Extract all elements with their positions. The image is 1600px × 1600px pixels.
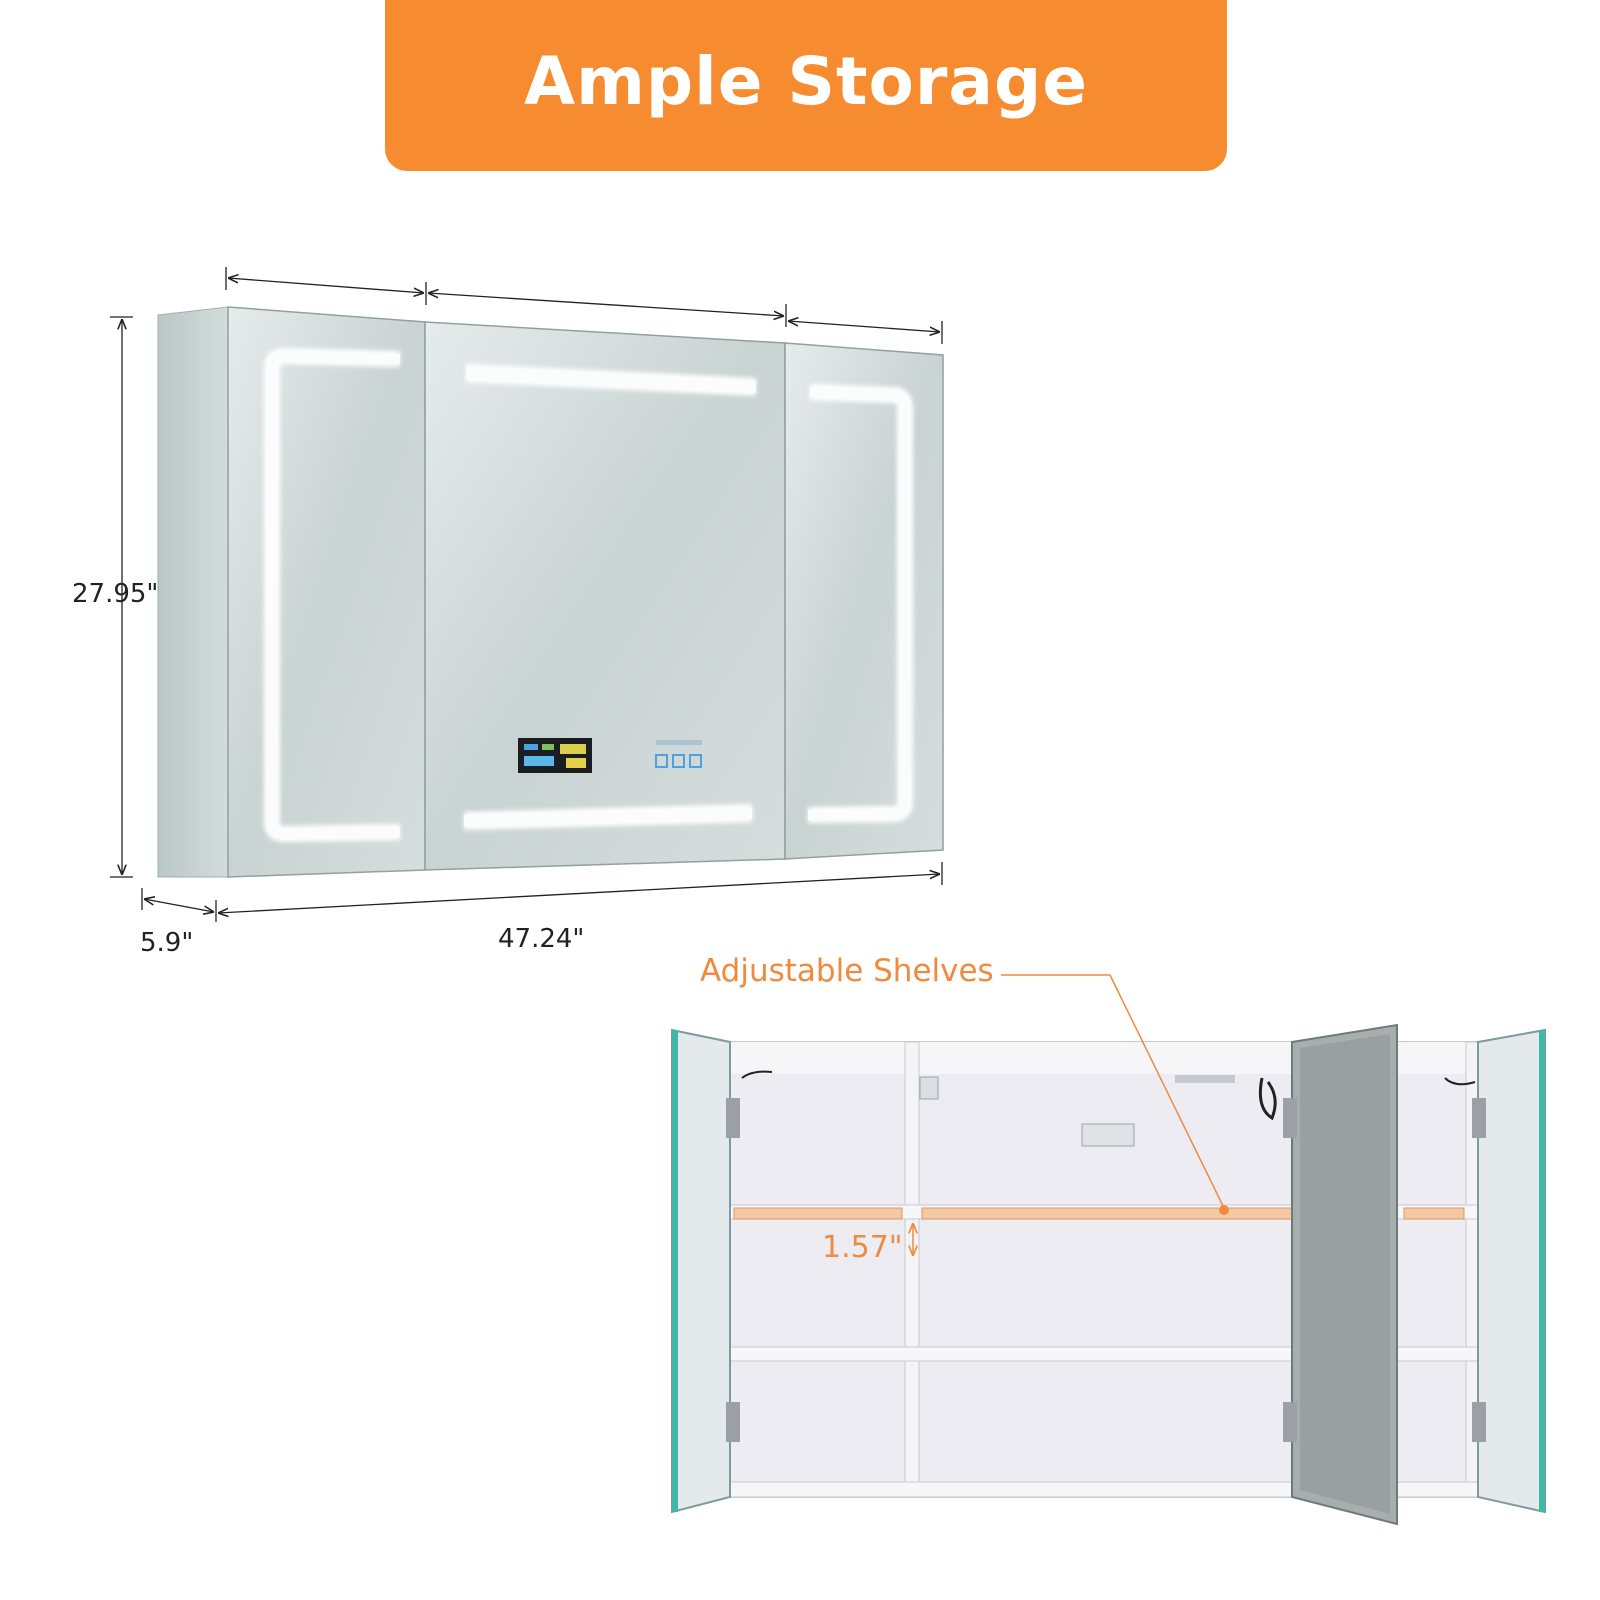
right-door bbox=[784, 342, 944, 860]
dimension-lines bbox=[110, 267, 943, 922]
banner-title: Ample Storage bbox=[524, 43, 1088, 120]
weather-display-icon bbox=[518, 738, 592, 773]
adjustable-shelves-label: Adjustable Shelves bbox=[700, 953, 994, 989]
left-door bbox=[227, 306, 426, 878]
height-dimension-label: 27.95" bbox=[72, 579, 159, 609]
open-cabinet-illustration bbox=[671, 1023, 1546, 1526]
width-dimension-label: 47.24" bbox=[498, 924, 585, 954]
cabinet-side-panel bbox=[157, 306, 229, 878]
shelf-gap-label: 1.57" bbox=[822, 1230, 903, 1265]
depth-dimension-label: 5.9" bbox=[140, 928, 194, 958]
middle-door bbox=[424, 321, 786, 871]
touch-buttons-icon bbox=[655, 740, 702, 768]
shelves-callout-dot bbox=[1219, 1205, 1229, 1215]
shelves-callout-line bbox=[1001, 974, 1225, 1209]
title-banner: Ample Storage bbox=[385, 0, 1227, 171]
